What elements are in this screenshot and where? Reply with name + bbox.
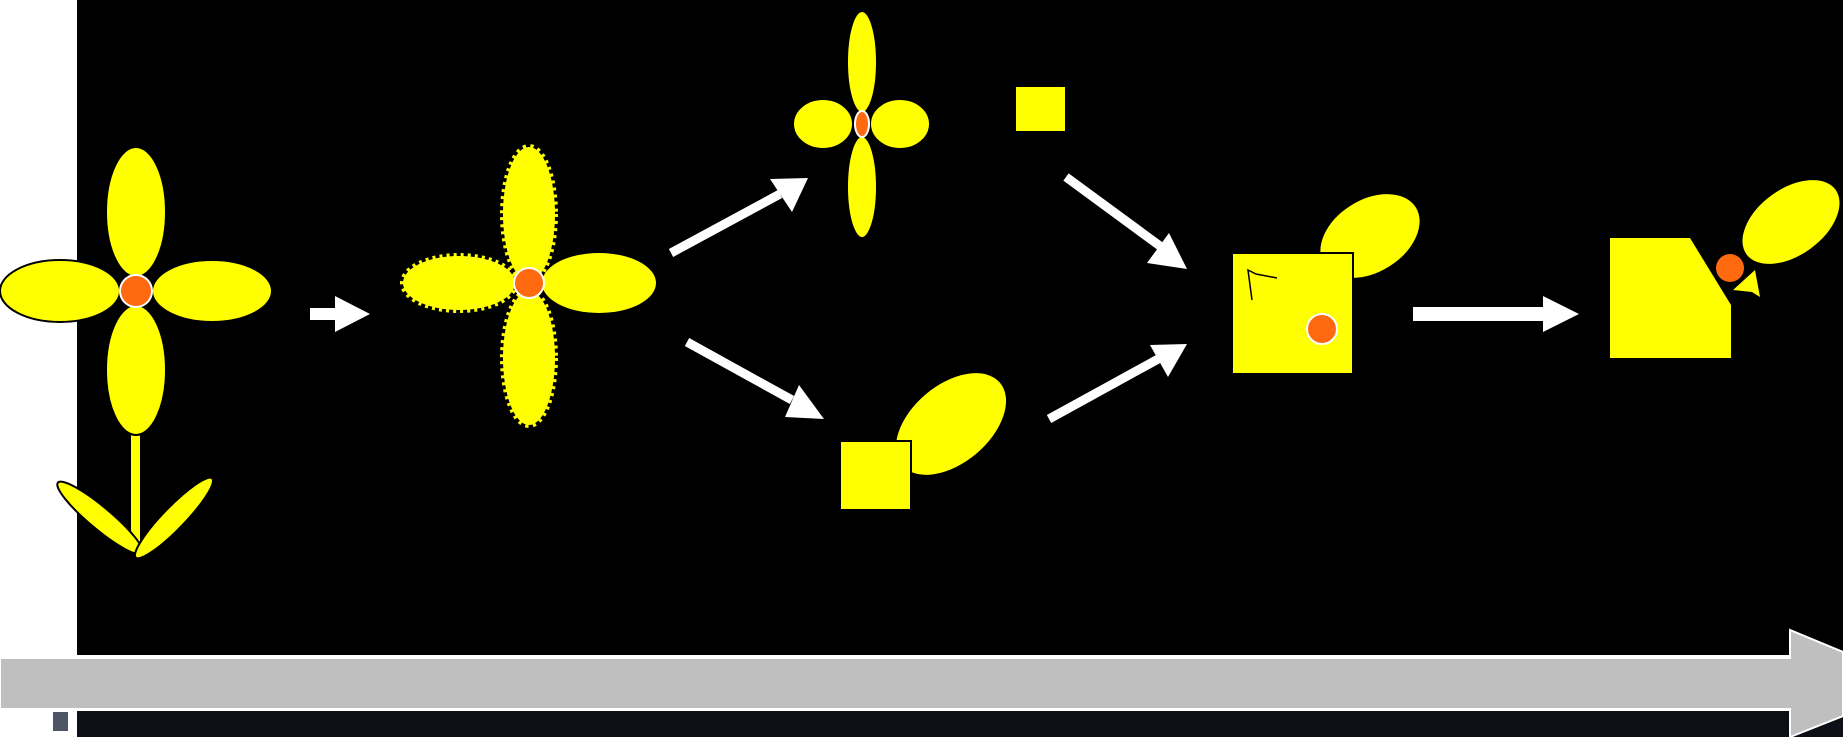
petal-top-wavy	[500, 144, 558, 284]
scratch-mark	[1247, 268, 1278, 301]
arrow-2-to-3	[668, 178, 808, 257]
timeline-arrow	[0, 628, 1843, 737]
flower-center	[119, 274, 153, 308]
leaf	[1740, 178, 1842, 266]
square-small-top	[1016, 87, 1065, 131]
square-leaf-bottom	[839, 371, 1009, 511]
arrow-mid-to-final	[1413, 296, 1579, 332]
flower-whole	[0, 146, 273, 560]
arrow-1-to-2	[310, 296, 370, 332]
petal-top	[846, 10, 878, 114]
petal-left	[0, 259, 121, 323]
petal-left	[792, 98, 854, 150]
flower-wavy	[400, 144, 656, 428]
arrow-top-square-to-mid	[1063, 173, 1187, 269]
square-dot-leaf	[1231, 192, 1422, 375]
arrow-2-to-bottom-square	[684, 338, 824, 419]
square	[839, 440, 912, 511]
pentagon-dot-leaf	[1610, 178, 1842, 358]
lower-strip	[77, 711, 1843, 737]
leaf-right	[133, 476, 215, 560]
petal-right	[869, 98, 931, 150]
flower-center	[513, 267, 545, 299]
petal-right	[542, 253, 656, 313]
arrow-bottom-square-to-mid	[1046, 344, 1187, 423]
petal-top	[105, 146, 167, 278]
flower-small	[792, 10, 931, 239]
dot	[1716, 254, 1744, 282]
petal-bottom	[105, 304, 167, 436]
petal-right	[151, 259, 273, 323]
flower-center	[854, 110, 870, 138]
petal-left-wavy	[400, 253, 518, 313]
square	[1231, 252, 1354, 375]
pentagon	[1610, 238, 1731, 358]
dot	[1306, 313, 1338, 345]
petal-bottom	[846, 135, 878, 239]
petal-bottom-wavy	[500, 288, 558, 428]
bullet-marker	[53, 712, 68, 731]
bud-tip	[1733, 270, 1760, 297]
